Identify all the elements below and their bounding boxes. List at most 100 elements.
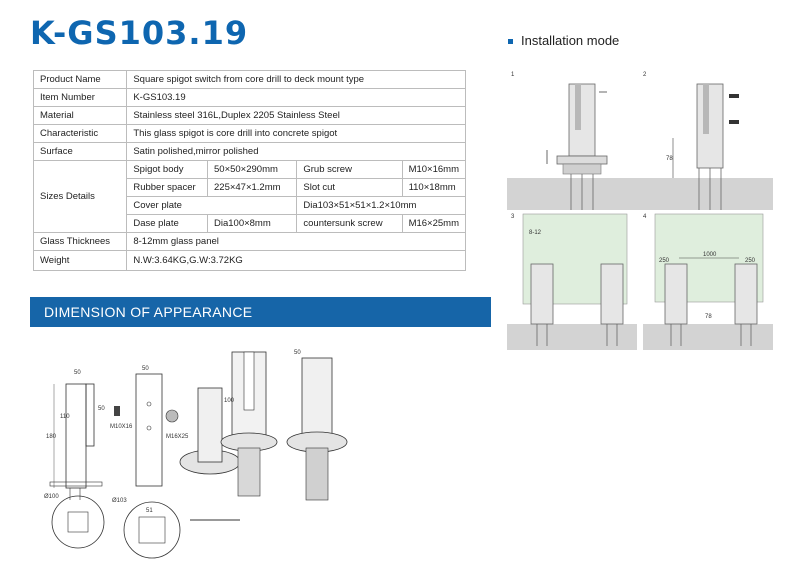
size-label: Slot cut (296, 178, 403, 197)
height-50-label: 50 (98, 406, 105, 412)
size-label: Spigot body (126, 160, 208, 179)
cover-plate-plan (123, 501, 181, 559)
height-110-label: 110 (60, 414, 70, 420)
screw-hole-icon (146, 425, 152, 431)
grub-screw-icon (729, 120, 739, 124)
bullet-icon (508, 39, 513, 45)
depth-dimension: 78 (705, 314, 712, 320)
installation-heading: Installation mode (508, 33, 619, 48)
size-label: Dase plate (126, 214, 208, 233)
spigot-iso (301, 357, 333, 439)
spigot-side-view (135, 373, 163, 487)
height-dimension: 78 (666, 156, 673, 162)
core-insert (305, 447, 329, 501)
glass-dimension: 8-12 (529, 230, 542, 236)
table-row: Item Number K-GS103.19 (32, 88, 466, 107)
dimension-drawing: 180 110 50 50 M10X16 50 M16X25 100 Ø100 … (44, 350, 348, 559)
grub-screw-icon (114, 406, 120, 416)
base-plate-plan (51, 495, 105, 549)
spigot-iso (197, 387, 223, 463)
size-value: 110×18mm (401, 178, 467, 197)
row-label: Surface (32, 142, 128, 161)
base-plate (556, 155, 608, 165)
ground-slab (643, 324, 773, 350)
span-dimension: 1000 (703, 252, 717, 258)
size-value: M10×16mm (401, 160, 467, 179)
countersunk-screw-label: M16X25 (166, 434, 189, 440)
spigot-front-view (65, 383, 87, 489)
width-50-label: 50 (74, 370, 81, 376)
table-row: Surface Satin polished,mirror polished (32, 142, 466, 161)
spigot-body (664, 263, 688, 325)
size-label: Rubber spacer (126, 178, 208, 197)
diameter-100-label: Ø100 (44, 494, 59, 500)
row-value: 8-12mm glass panel (126, 232, 466, 251)
edge-dimension-left: 250 (659, 258, 670, 264)
height-100-label: 100 (224, 398, 235, 404)
row-value: N.W:3.64KG,G.W:3.72KG (126, 250, 466, 271)
size-value: M16×25mm (401, 214, 467, 233)
width-51-label: 51 (146, 508, 153, 514)
table-row: Product Name Square spigot switch from c… (32, 70, 466, 89)
size-label: countersunk screw (296, 214, 403, 233)
spigot-body (600, 263, 624, 325)
spigot-slot (703, 84, 709, 134)
spigot-slot-view (85, 383, 95, 447)
spigot-body (734, 263, 758, 325)
spigot-footprint (67, 511, 89, 533)
row-value: This glass spigot is core drill into con… (126, 124, 466, 143)
installation-heading-text: Installation mode (521, 33, 620, 48)
table-row: Material Stainless steel 316L,Duplex 220… (32, 106, 466, 125)
width-50-label: 50 (294, 350, 301, 356)
dimension-banner-text: DIMENSION OF APPEARANCE (44, 304, 253, 320)
edge-dimension-right: 250 (745, 258, 756, 264)
size-value: Dia100×8mm (206, 214, 298, 233)
row-label: Characteristic (32, 124, 128, 143)
table-row: Sizes Details Spigot body 50×50×290mm Gr… (32, 160, 467, 233)
diameter-103-label: Ø103 (112, 498, 127, 504)
row-label: Product Name (32, 70, 128, 89)
size-label: Grub screw (296, 160, 403, 179)
table-row: Weight N.W:3.64KG,G.W:3.72KG (32, 250, 466, 271)
size-value: 225×47×1.2mm (206, 178, 298, 197)
step-number: 1 (511, 72, 515, 78)
product-title: K-GS103.19 (30, 14, 249, 52)
spigot-slot (575, 84, 581, 130)
spigot-body (530, 263, 554, 325)
table-row: Glass Thicknees 8-12mm glass panel (32, 232, 466, 251)
base-plate (49, 481, 103, 487)
cover-plate (562, 163, 602, 175)
row-value: Square spigot switch from core drill to … (126, 70, 466, 89)
row-label: Glass Thicknees (32, 232, 128, 251)
grub-screw-icon (729, 94, 739, 98)
grub-screw-label: M10X16 (110, 424, 133, 430)
step-number: 3 (511, 214, 515, 220)
row-label: Weight (32, 250, 128, 271)
size-label: Cover plate (126, 196, 298, 215)
spigot-body (696, 83, 724, 169)
row-label: Sizes Details (32, 160, 128, 233)
spigot-body (568, 83, 596, 157)
height-180-label: 180 (46, 434, 57, 440)
size-value: 50×50×290mm (206, 160, 298, 179)
countersunk-screw-icon (165, 409, 179, 423)
spigot-footprint (138, 516, 166, 544)
size-value: Dia103×51×51×1.2×10mm (296, 196, 466, 215)
width-50-label: 50 (142, 366, 149, 372)
row-value: Stainless steel 316L,Duplex 2205 Stainle… (126, 106, 466, 125)
ground-slab (507, 178, 773, 210)
installation-illustration: 1 2 78 3 8-12 4 1000 250 250 78 (507, 72, 773, 350)
dimension-banner: DIMENSION OF APPEARANCE (30, 297, 491, 327)
screw-hole-icon (146, 401, 152, 407)
core-insert (237, 447, 261, 497)
step-number: 4 (643, 214, 647, 220)
row-label: Material (32, 106, 128, 125)
step-number: 2 (643, 72, 647, 78)
ground-slab (507, 324, 637, 350)
table-row: Rubber spacer 225×47×1.2mm Slot cut 110×… (34, 178, 467, 197)
row-label: Item Number (32, 88, 128, 107)
spec-table: Product Name Square spigot switch from c… (32, 70, 467, 271)
spigot-slot-iso (243, 351, 255, 411)
table-row: Characteristic This glass spigot is core… (32, 124, 466, 143)
table-row: Dase plate Dia100×8mm countersunk screw … (34, 214, 467, 233)
